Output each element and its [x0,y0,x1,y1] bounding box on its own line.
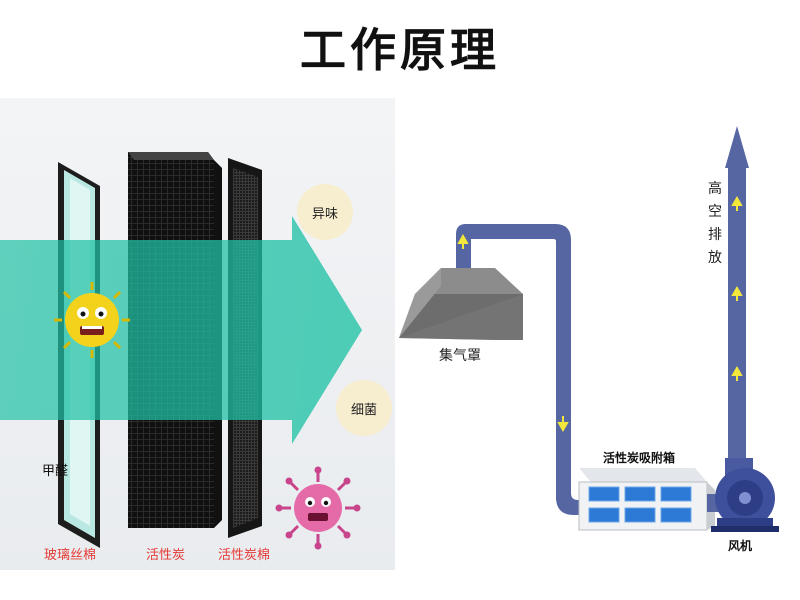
bacteria-label: 细菌 [350,402,377,418]
high-exhaust-char-4: 放 [708,250,722,266]
airflow-arrow [0,216,362,444]
odor-bubble: 异味 [297,184,353,240]
hood-icon [399,268,523,340]
duct-elbow [556,240,581,515]
flow-arrows [457,233,569,433]
high-exhaust-char-2: 空 [708,204,722,220]
exhaust-stack [725,126,749,488]
adsorption-box-label: 活性炭吸附箱 [603,450,675,465]
exhaust-system-diagram: 高 空 排 放 集气罩 活性炭吸附箱 风机 [399,126,779,553]
odor-label: 异味 [311,206,338,222]
bacteria-germ-icon [275,466,361,550]
formaldehyde-label: 甲醛 [42,464,69,479]
filter-layers-graphic [0,152,362,550]
fan-label: 风机 [728,538,752,553]
hood-label: 集气罩 [439,347,481,364]
high-exhaust-char-1: 高 [708,180,722,197]
glass-wool-label: 玻璃丝棉 [44,548,97,563]
adsorption-box-icon [578,468,715,531]
carbon-cotton-label: 活性炭棉 [218,548,271,563]
fan-icon [711,458,779,532]
filter-illustration-panel: 异味 细菌 甲醛 玻璃丝棉 活性炭 活性炭棉 [0,98,395,570]
page-title: 工作原理 [300,23,500,77]
bacteria-bubble: 细菌 [336,380,392,436]
high-exhaust-char-3: 排 [708,227,722,243]
activated-carbon-label: 活性炭 [146,548,186,563]
formaldehyde-germ-icon [54,282,130,358]
